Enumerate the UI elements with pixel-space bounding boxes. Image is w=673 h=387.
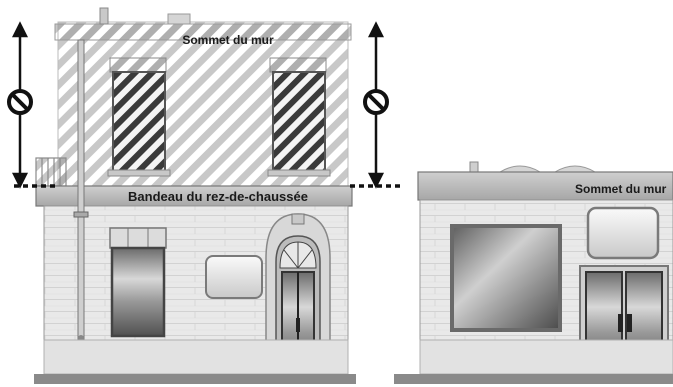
- roof-dome-1: [500, 166, 540, 172]
- label-ground-floor-band: Bandeau du rez-de-chaussée: [128, 189, 308, 204]
- ground-line-left: [34, 374, 356, 384]
- downpipe-bracket: [74, 212, 88, 217]
- no-entry-icon-left: [9, 91, 31, 113]
- upper-window-left: [108, 58, 170, 176]
- chimney-pipe: [100, 8, 108, 24]
- downpipe: [78, 40, 84, 374]
- plinth-right: [420, 340, 673, 374]
- label-wall-top-right: Sommet du mur: [575, 182, 667, 196]
- ground-line-right: [394, 374, 673, 384]
- label-wall-top-left: Sommet du mur: [182, 33, 274, 47]
- ground-floor-window: [110, 228, 166, 336]
- balcony-railing: [36, 158, 66, 186]
- right-shop-window: [452, 226, 560, 330]
- upper-window-right: [268, 58, 330, 176]
- plinth-left: [44, 340, 348, 374]
- roof-vent: [168, 14, 190, 24]
- roof-dome-2: [555, 166, 595, 172]
- no-entry-icon-right: [365, 91, 387, 113]
- roof-chimney: [470, 162, 478, 172]
- sign-plate-right: [588, 208, 658, 258]
- sign-plate-left: [206, 256, 262, 298]
